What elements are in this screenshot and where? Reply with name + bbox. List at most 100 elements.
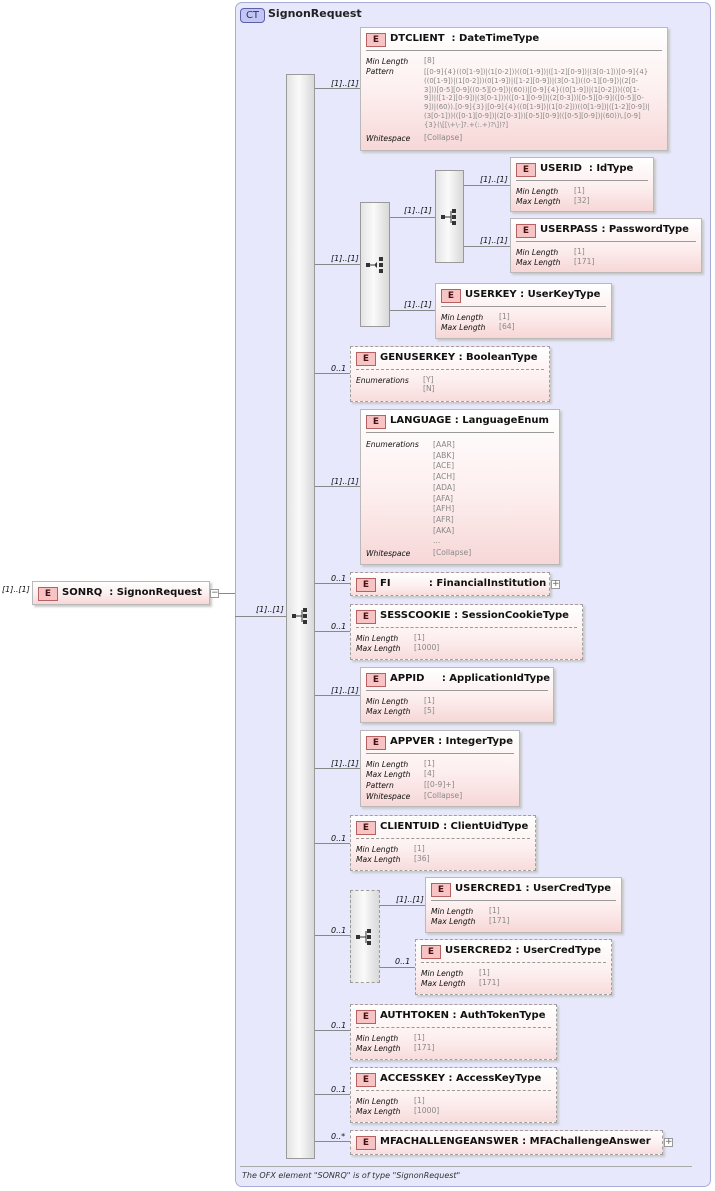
sequence-multiplicity: [1]..[1]: [256, 605, 284, 614]
facet-value: [32]: [574, 196, 590, 205]
connector: [315, 1030, 350, 1031]
divider: [356, 369, 544, 370]
sequence-icon: [441, 209, 456, 225]
facet-label: Max Length: [356, 1107, 401, 1116]
collapse-toggle[interactable]: −: [210, 588, 219, 598]
element-badge: E: [38, 587, 58, 601]
multiplicity: [1]..[1]: [331, 686, 359, 695]
element-badge: E: [356, 578, 376, 592]
expand-toggle[interactable]: +: [551, 579, 560, 589]
facet-value: [8]: [424, 56, 435, 65]
element-badge: E: [421, 945, 441, 959]
facet-label: Whitespace: [366, 549, 411, 558]
element-fi[interactable]: E FI : FinancialInstitution: [350, 572, 550, 596]
facet-label: Max Length: [431, 917, 476, 926]
multiplicity: [1]..[1]: [480, 236, 508, 245]
element-clientuid[interactable]: E CLIENTUID : ClientUidType Min Length […: [350, 815, 536, 871]
facet-label: Enumerations: [366, 440, 419, 449]
element-userkey[interactable]: E USERKEY : UserKeyType Min Length [1] M…: [435, 283, 612, 339]
element-badge: E: [356, 1073, 376, 1087]
facet-label: Pattern: [366, 781, 394, 790]
element-name: USERID : IdType: [540, 163, 634, 174]
element-dtclient[interactable]: E DTCLIENT : DateTimeType Min Length [8]…: [360, 27, 668, 151]
element-mfachallengeanswer[interactable]: E MFACHALLENGEANSWER : MFAChallengeAnswe…: [350, 1130, 663, 1155]
element-name: ACCESSKEY : AccessKeyType: [380, 1073, 542, 1084]
element-name: USERPASS : PasswordType: [540, 224, 689, 235]
element-name: DTCLIENT : DateTimeType: [390, 33, 540, 44]
facet-value: [Collapse]: [424, 791, 463, 800]
element-badge: E: [516, 224, 536, 238]
element-name: USERKEY : UserKeyType: [465, 289, 601, 300]
element-usercred2[interactable]: E USERCRED2 : UserCredType Min Length [1…: [415, 939, 612, 995]
multiplicity: [1]..[1]: [480, 175, 508, 184]
multiplicity: [1]..[1]: [331, 254, 359, 263]
element-badge: E: [356, 352, 376, 366]
element-name: CLIENTUID : ClientUidType: [380, 821, 529, 832]
divider: [356, 838, 530, 839]
element-sesscookie[interactable]: E SESSCOOKIE : SessionCookieType Min Len…: [350, 604, 583, 660]
expand-toggle[interactable]: +: [664, 1137, 673, 1147]
element-genuserkey[interactable]: E GENUSERKEY : BooleanType Enumerations …: [350, 346, 550, 402]
facet-value: [1]: [414, 1096, 425, 1105]
connector: [235, 616, 286, 617]
divider: [366, 753, 514, 754]
divider: [356, 1027, 551, 1028]
facet-label: Max Length: [516, 197, 561, 206]
facet-label: Max Length: [366, 707, 411, 716]
facet-value: [36]: [414, 854, 430, 863]
connector: [315, 631, 350, 632]
root-element-sonrq[interactable]: E SONRQ : SignonRequest: [32, 581, 210, 605]
facet-label: Min Length: [441, 313, 484, 322]
element-name: GENUSERKEY : BooleanType: [380, 352, 538, 363]
connector: [315, 373, 350, 374]
facet-value: [AAR] [ABK] [ACE] [ACH] [ADA] [AFA] [AFH…: [433, 440, 456, 546]
facet-label: Min Length: [356, 1034, 399, 1043]
connector: [464, 246, 510, 247]
sequence-icon: [292, 608, 307, 624]
multiplicity: [1]..[1]: [331, 477, 359, 486]
element-appver[interactable]: E APPVER : IntegerType Min Length [1] Ma…: [360, 730, 520, 807]
facet-label: Whitespace: [366, 792, 411, 801]
element-authtoken[interactable]: E AUTHTOKEN : AuthTokenType Min Length […: [350, 1004, 557, 1060]
facet-value: [Y] [N]: [423, 375, 435, 393]
facet-label: Pattern: [366, 67, 394, 76]
facet-value: [1]: [414, 844, 425, 853]
element-appid[interactable]: E APPID : ApplicationIdType Min Length […: [360, 667, 554, 723]
element-badge: E: [356, 1010, 376, 1024]
facet-value: [1000]: [414, 643, 440, 652]
connector: [315, 1094, 350, 1095]
element-badge: E: [356, 610, 376, 624]
facet-label: Max Length: [441, 323, 486, 332]
connector: [315, 583, 350, 584]
element-name: SONRQ : SignonRequest: [62, 587, 202, 598]
element-usercred1[interactable]: E USERCRED1 : UserCredType Min Length [1…: [425, 877, 622, 933]
facet-value: [1]: [414, 633, 425, 642]
facet-value: [171]: [489, 916, 510, 925]
facet-value: [[0-9]+]: [424, 780, 455, 789]
element-badge: E: [441, 289, 461, 303]
divider: [366, 690, 548, 691]
element-accesskey[interactable]: E ACCESSKEY : AccessKeyType Min Length […: [350, 1067, 557, 1123]
divider: [421, 962, 606, 963]
facet-label: Min Length: [366, 697, 409, 706]
connector: [315, 264, 360, 265]
element-badge: E: [516, 163, 536, 177]
divider: [240, 1166, 692, 1167]
facet-label: Max Length: [356, 855, 401, 864]
connector: [315, 695, 360, 696]
facet-label: Min Length: [356, 1097, 399, 1106]
element-badge: E: [366, 736, 386, 750]
element-language[interactable]: E LANGUAGE : LanguageEnum Enumerations […: [360, 409, 560, 565]
element-name: USERCRED2 : UserCredType: [445, 945, 602, 956]
multiplicity: 0..1: [331, 926, 347, 935]
connector: [315, 88, 360, 89]
facet-value: [171]: [479, 978, 500, 987]
facet-label: Min Length: [366, 57, 409, 66]
facet-value: [1]: [424, 696, 435, 705]
facet-value: [171]: [574, 257, 595, 266]
element-userid[interactable]: E USERID : IdType Min Length [1] Max Len…: [510, 157, 654, 212]
sequence-icon: [356, 929, 371, 945]
element-userpass[interactable]: E USERPASS : PasswordType Min Length [1]…: [510, 218, 702, 273]
element-name: LANGUAGE : LanguageEnum: [390, 415, 549, 426]
facet-value: [1000]: [414, 1106, 440, 1115]
